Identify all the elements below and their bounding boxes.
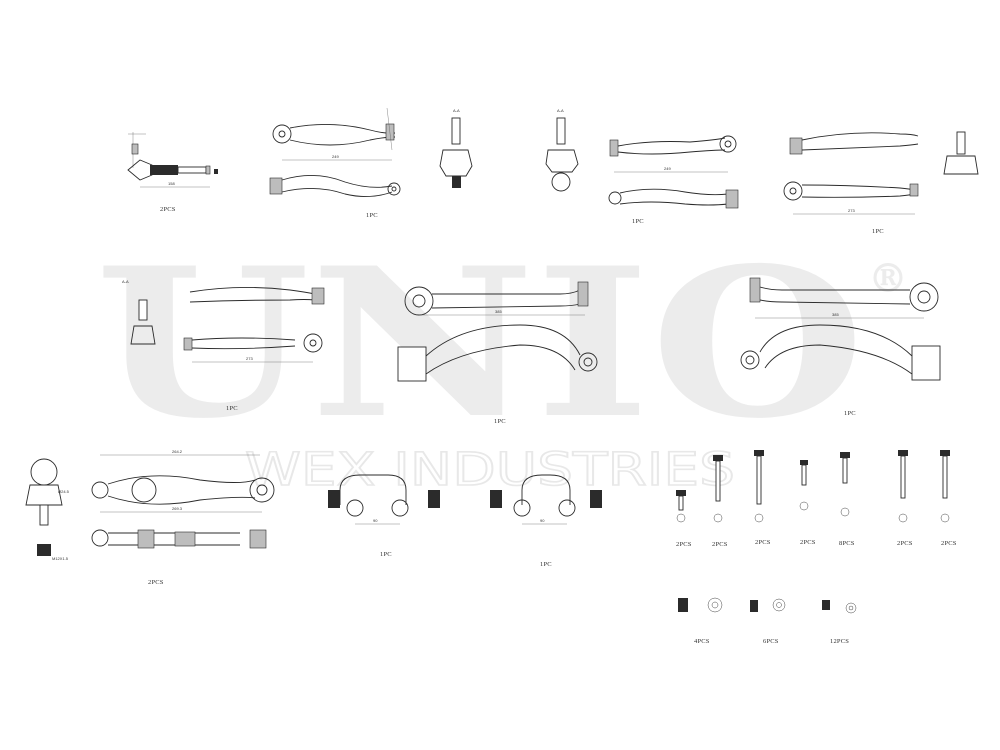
nut-2 (750, 598, 786, 612)
qty-lower-arm-right: 1PC (844, 410, 856, 417)
front-upper-arm-left-drawing: A-A 273 (122, 279, 325, 363)
qty-bolt-2: 2PCS (712, 541, 728, 548)
dim-thread: M12X1.5 (52, 556, 69, 561)
qty-nut-2: 6PCS (763, 638, 779, 645)
ball-joint-section-drawing: Ø24.5 M12X1.5 (25, 458, 70, 561)
dim-stab-width-r: 90 (540, 518, 545, 523)
dim-ball-dia: Ø24.5 (58, 489, 70, 494)
bolt-7 (940, 450, 950, 523)
ball-joint-2-drawing: A-A (545, 108, 579, 192)
qty-bolt-1: 2PCS (676, 541, 692, 548)
bolt-4 (799, 460, 809, 511)
bolt-1 (676, 490, 686, 523)
tie-rod-drawing: 158 (127, 132, 218, 188)
nut-1 (678, 597, 723, 613)
bolt-5 (840, 452, 850, 517)
qty-front-upper-arm-right: 1PC (872, 228, 884, 235)
dim-front-upper-len: 273 (848, 208, 855, 213)
dim-stab-width: 90 (373, 518, 378, 523)
section-label-3: A-A (122, 279, 129, 284)
section-label-1: A-A (453, 108, 460, 113)
dim-rear-upper-len: 249 (332, 154, 339, 159)
front-upper-arm-right-drawing: 273 (783, 131, 979, 215)
qty-bolt-3: 2PCS (755, 539, 771, 546)
qty-bolt-6: 2PCS (897, 540, 913, 547)
lower-arm-left-drawing: 385 (397, 281, 598, 382)
dim-lower-arm-len-r: 385 (832, 312, 839, 317)
qty-lower-arm-left: 1PC (494, 418, 506, 425)
qty-bolt-5: 8PCS (839, 540, 855, 547)
qty-rear-upper-arm-left: 1PC (366, 212, 378, 219)
dim-control-arm-len: 264.2 (172, 449, 183, 454)
ball-joint-1-drawing: A-A (439, 108, 473, 188)
nut-set-drawing (678, 597, 857, 614)
qty-control-arm-pair: 2PCS (148, 579, 164, 586)
stabilizer-link-left-drawing: 90 (328, 474, 440, 525)
dim-lower-arm-len: 385 (495, 309, 502, 314)
section-label-2: A-A (557, 108, 564, 113)
rear-upper-arm-left-drawing: 249 (269, 107, 401, 197)
bolt-3 (754, 450, 764, 523)
qty-bolt-4: 2PCS (800, 539, 816, 546)
qty-nut-1: 4PCS (694, 638, 710, 645)
nut-3 (822, 600, 857, 614)
lower-arm-right-drawing: 385 (740, 277, 941, 381)
qty-bolt-7: 2PCS (941, 540, 957, 547)
control-arm-pair-drawing: 264.2 269.3 (91, 449, 275, 549)
dim-tie-rod-length: 158 (168, 181, 175, 186)
dim-rear-upper-len-r: 249 (664, 166, 671, 171)
qty-front-upper-arm-left: 1PC (226, 405, 238, 412)
bolt-6 (898, 450, 908, 523)
dim-front-upper-len-r: 273 (246, 356, 253, 361)
bolt-set-drawing (676, 450, 950, 523)
qty-stabilizer-link-right: 1PC (540, 561, 552, 568)
bolt-2 (713, 455, 723, 523)
qty-rear-upper-arm-right: 1PC (632, 218, 644, 225)
rear-upper-arm-right-drawing: 249 (608, 135, 739, 209)
stabilizer-link-right-drawing: 90 (490, 474, 602, 525)
dim-control-arm-len2: 269.3 (172, 506, 183, 511)
qty-stabilizer-link-left: 1PC (380, 551, 392, 558)
qty-tie-rod: 2PCS (160, 206, 176, 213)
qty-nut-3: 12PCS (830, 638, 850, 645)
